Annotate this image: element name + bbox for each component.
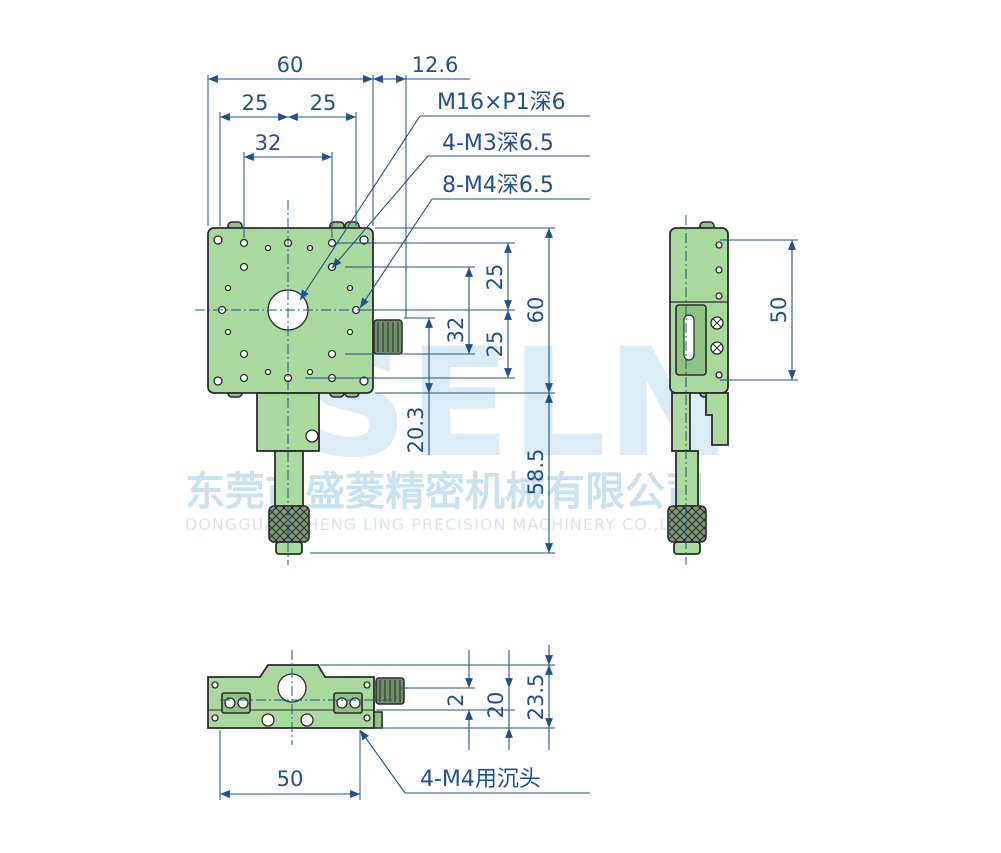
dim-12-6: 12.6 [412,53,459,77]
front-view [207,650,405,745]
micrometer-tip [275,541,303,555]
dim-20-3: 20.3 [404,407,428,454]
front-hole-right [300,713,314,727]
front-side-tab [373,711,383,729]
note-counterbore: 4-M4用沉头 [420,767,541,792]
dim-58-5: 58.5 [524,449,548,496]
side-view: 50 [667,215,798,565]
dim-20: 20 [484,692,508,719]
side-view-clamp [705,392,729,446]
dim-25-vertical-lower: 25 [483,331,507,358]
note-thread: M16×P1深6 [437,90,566,115]
dim-50-side: 50 [767,297,791,324]
dim-25-right: 25 [310,91,337,115]
side-micrometer-barrel [675,450,699,507]
dim-50-bottom: 50 [277,767,304,791]
watermark: SELN 东莞市盛菱精密机械有限公司 DONGGUAN SHENG LING P… [185,317,732,534]
side-micrometer-thimble [667,505,707,543]
front-view-dimensions: 2 20 23.5 50 4-M4用沉头 [219,645,590,800]
dim-25-left: 25 [242,91,269,115]
micrometer-thimble [268,505,310,543]
dim-25-vertical-upper: 25 [483,264,507,291]
front-hole-left [261,713,275,727]
micrometer-barrel [274,450,304,507]
side-micrometer-housing [671,392,691,452]
dim-32-vertical: 32 [444,317,468,344]
housing-screw [305,429,319,443]
dim-2: 2 [444,693,468,706]
top-view-dimensions: 60 12.6 25 25 32 M16×P1深6 4-M3深6.5 8-M4深… [207,53,590,554]
dim-60-vertical: 60 [524,297,548,324]
note-m4: 8-M4深6.5 [442,173,554,198]
dim-23-5: 23.5 [524,674,548,721]
watermark-company-cn: 东莞市盛菱精密机械有限公司 [185,469,705,515]
watermark-company-en: DONGGUAN SHENG LING PRECISION MACHINERY … [185,515,697,534]
side-micrometer-tip [673,541,701,555]
dim-60-top: 60 [277,53,304,77]
note-m3: 4-M3深6.5 [442,131,554,156]
top-view [195,200,403,565]
dim-32-top: 32 [255,131,282,155]
